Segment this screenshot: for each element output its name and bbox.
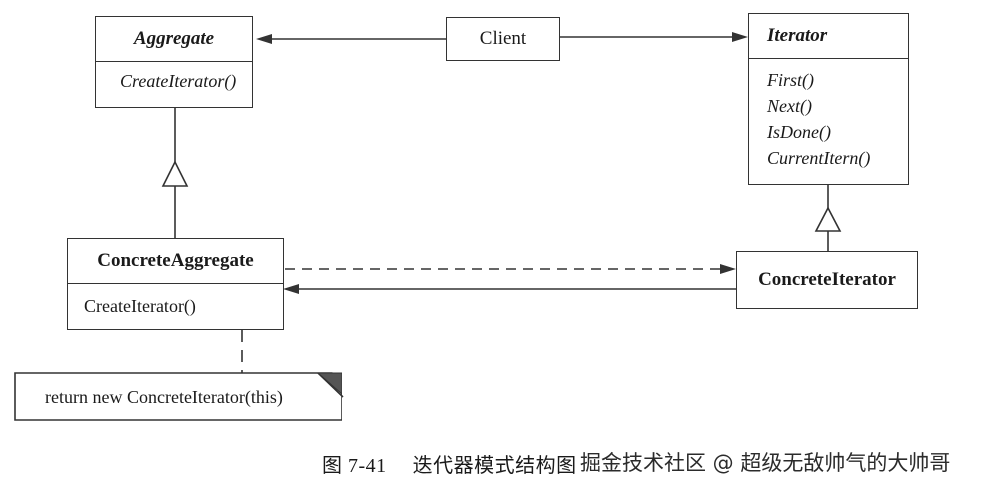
aggregate-operations: CreateIterator() (96, 61, 252, 107)
figure-title: 迭代器模式结构图 (412, 455, 577, 477)
arrowhead-concrete-iterator (720, 264, 736, 274)
watermark: 掘金技术社区 @ 超级无敌帅气的大帅哥 (580, 451, 951, 475)
concrete-iterator-class-name: ConcreteIterator (758, 269, 896, 290)
iterator-op-isdone: IsDone() (767, 122, 831, 142)
note-text: return new ConcreteIterator(this) (45, 387, 283, 407)
iterator-class-name: Iterator (767, 25, 828, 46)
iterator-operations: First() Next() IsDone() CurrentItern() (749, 58, 908, 184)
aggregate-op-create-iterator: CreateIterator() (120, 71, 237, 91)
figure-caption: 图 7-41 迭代器模式结构图 (322, 449, 577, 478)
aggregate-class-name: Aggregate (133, 28, 215, 49)
concrete-iterator-class-box: ConcreteIterator (736, 251, 918, 309)
arrowhead-iterator (732, 32, 748, 42)
aggregate-class-box: Aggregate CreateIterator() (95, 16, 253, 108)
aggregate-inheritance-triangle (161, 160, 189, 187)
implementation-note: return new ConcreteIterator(this) (14, 372, 343, 422)
note-shape (14, 372, 342, 421)
figure-number: 图 7-41 (322, 455, 387, 477)
concrete-aggregate-op-create-iterator: CreateIterator() (84, 296, 196, 316)
arrowhead-aggregate (256, 34, 272, 44)
iterator-inheritance-triangle (814, 206, 842, 232)
client-class-name: Client (479, 28, 527, 49)
arrowhead-concrete-aggregate (283, 284, 299, 294)
iterator-op-first: First() (767, 70, 814, 90)
iterator-op-currentitem: CurrentItern() (767, 148, 871, 168)
concrete-aggregate-class-box: ConcreteAggregate CreateIterator() (67, 238, 284, 330)
client-class-box: Client (446, 17, 560, 61)
concrete-aggregate-operations: CreateIterator() (68, 283, 283, 329)
iterator-op-next: Next() (767, 96, 812, 116)
iterator-class-box: Iterator First() Next() IsDone() Current… (748, 13, 909, 185)
concrete-aggregate-class-name: ConcreteAggregate (97, 250, 254, 271)
